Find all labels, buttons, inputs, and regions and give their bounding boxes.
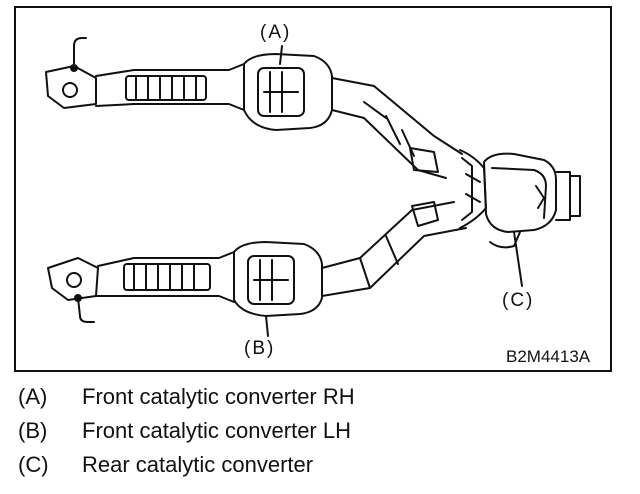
exhaust-diagram: (A) (B) (C) B2M4413A [14, 6, 612, 372]
legend-description: Front catalytic converter RH [82, 384, 355, 409]
legend-description: Front catalytic converter LH [82, 418, 351, 443]
legend-item: (B) Front catalytic converter LH [18, 418, 618, 452]
rear-catalytic-converter [483, 152, 581, 249]
legend-key: (C) [18, 452, 49, 477]
legend-item: (C) Rear catalytic converter [18, 452, 618, 486]
legend-key: (B) [18, 418, 48, 443]
rh-front-pipe [45, 37, 245, 111]
lh-flange [47, 257, 99, 301]
figure-frame [14, 6, 612, 372]
lh-front-pipe [47, 251, 235, 323]
callout-b-leader [265, 315, 269, 337]
callout-b: (B) [244, 338, 275, 359]
rh-sensor-wire [73, 37, 87, 67]
callout-a-leader [279, 45, 283, 65]
callout-c: (C) [502, 290, 534, 311]
figure-id: B2M4413A [506, 347, 591, 366]
exhaust-diagram-svg: (A) (B) (C) B2M4413A [14, 6, 612, 372]
y-junction [459, 149, 487, 229]
lh-sensor-wire [77, 297, 95, 323]
lh-front-catalytic-converter [233, 241, 323, 317]
callout-c-leader [513, 231, 523, 287]
legend-description: Rear catalytic converter [82, 452, 314, 477]
rh-front-catalytic-converter [243, 53, 333, 131]
legend-item: (A) Front catalytic converter RH [18, 384, 618, 418]
rh-flange [45, 65, 97, 109]
legend: (A) Front catalytic converter RH (B) Fro… [18, 384, 618, 486]
legend-key: (A) [18, 384, 48, 409]
rh-downpipe [331, 77, 463, 179]
lh-downpipe [321, 201, 467, 297]
callout-a: (A) [260, 22, 291, 43]
